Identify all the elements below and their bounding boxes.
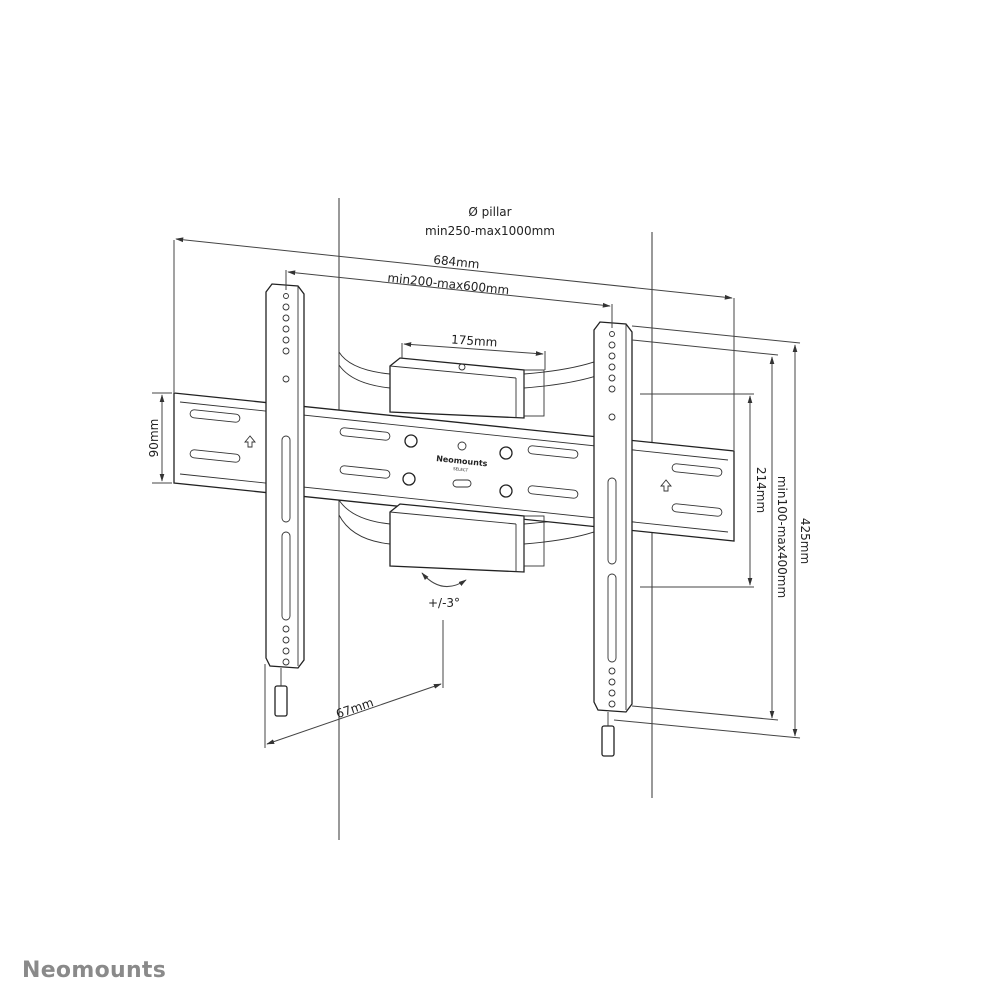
label-vesa-width: min200-max600mm [387, 271, 510, 298]
label-clamp-width: 175mm [451, 332, 498, 349]
label-clamp-spacing: 214mm [754, 467, 768, 513]
plate-logo-sub: SELECT [453, 466, 469, 473]
label-pillar-range: min250-max1000mm [425, 224, 555, 238]
label-total-height: 425mm [798, 518, 812, 564]
label-vesa-height: min100-max400mm [775, 476, 789, 598]
pillar-clamp-top [389, 357, 545, 419]
vertical-arm-left [265, 283, 305, 717]
label-pillar-title: Ø pillar [468, 205, 511, 219]
pillar-clamp-bottom [389, 503, 545, 573]
label-tilt: +/-3° [428, 596, 460, 610]
label-depth: 67mm [334, 695, 375, 721]
center-plate: Neomounts SELECT [402, 434, 513, 498]
dimension-lines [152, 237, 801, 748]
label-total-width: 684mm [433, 253, 481, 272]
label-rail-height: 90mm [147, 419, 161, 458]
brand-logo: Neomounts [22, 958, 167, 983]
vertical-arm-right [593, 321, 633, 757]
